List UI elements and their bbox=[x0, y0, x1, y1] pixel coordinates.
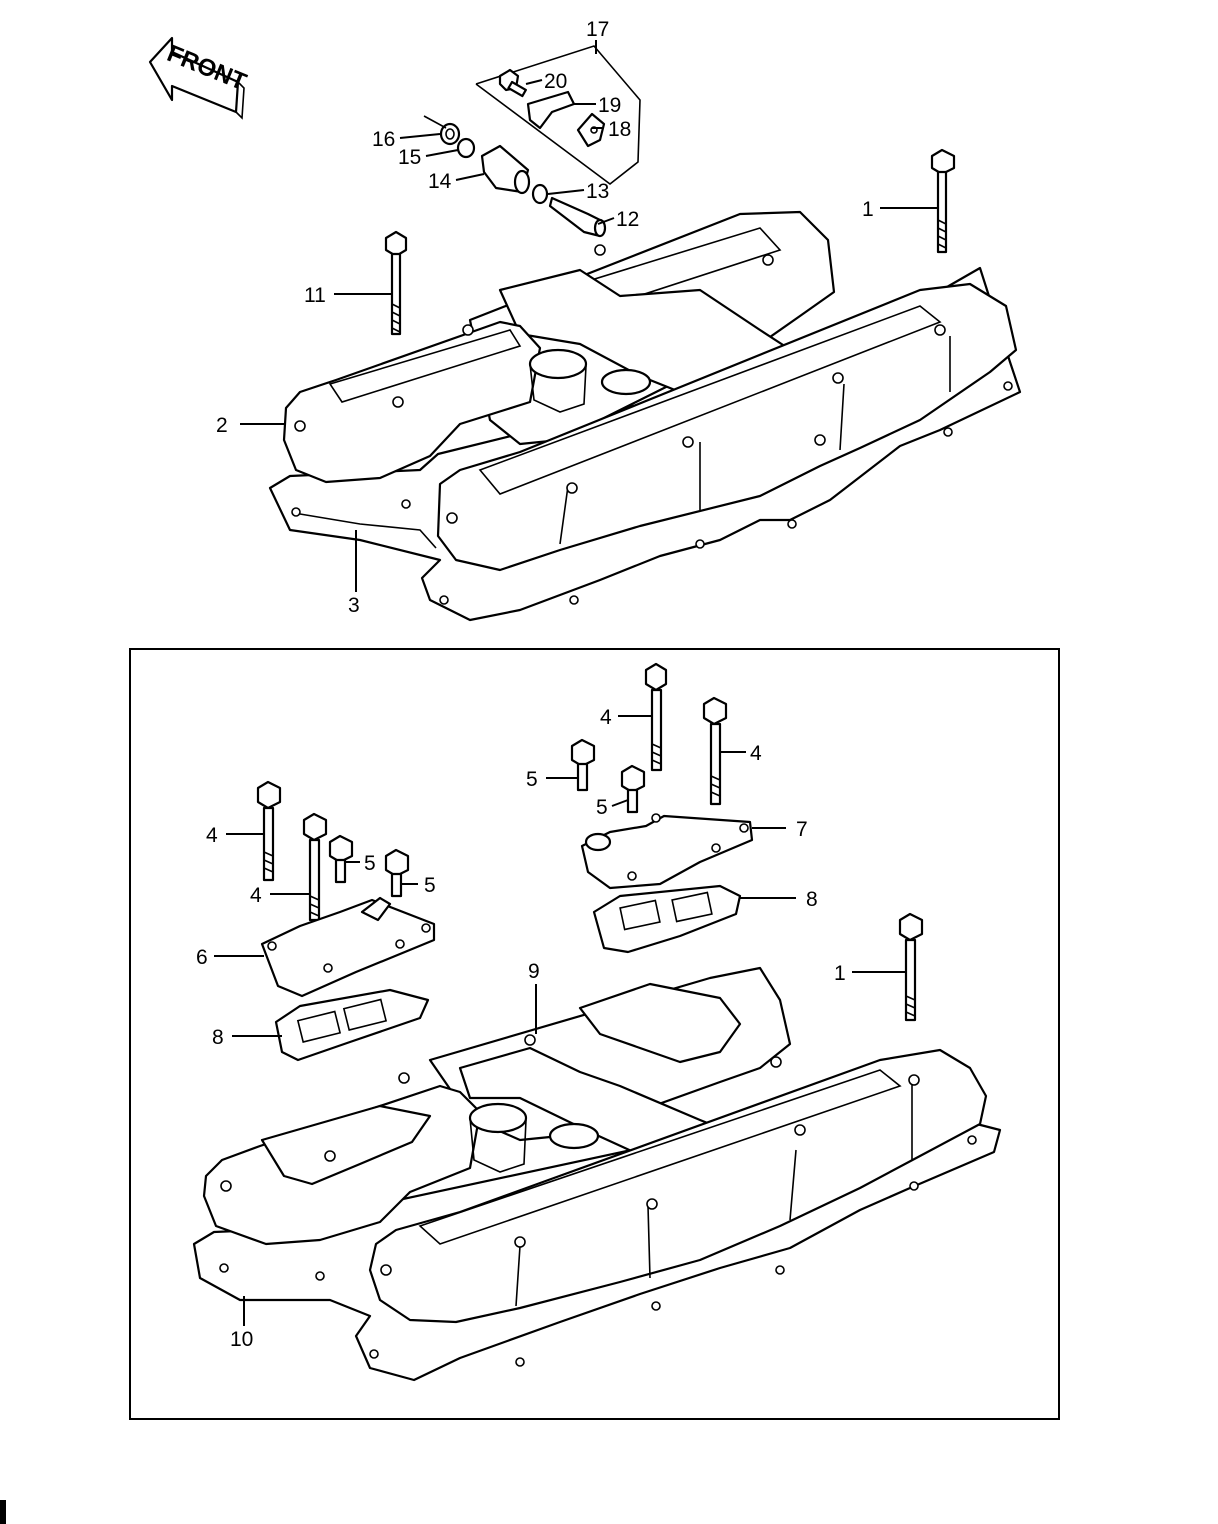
mount-holes bbox=[291, 244, 1013, 605]
breather-cover-left bbox=[260, 896, 436, 998]
lower-front-left-cover bbox=[202, 1084, 600, 1246]
crop-mark bbox=[0, 1500, 6, 1524]
callout-labels: 17 20 19 18 16 15 14 13 12 1 11 2 3 4 4 … bbox=[196, 18, 874, 1351]
upper-front-left-cover bbox=[282, 320, 652, 484]
callout-19: 19 bbox=[598, 94, 621, 117]
seal-ring-icon bbox=[456, 137, 476, 159]
callout-10: 10 bbox=[230, 1328, 253, 1351]
plug-housing-icon bbox=[480, 144, 531, 195]
bolt-icon bbox=[256, 780, 282, 882]
callout-3: 3 bbox=[348, 594, 360, 617]
bolt-icon bbox=[384, 230, 408, 336]
callout-13: 13 bbox=[586, 180, 609, 203]
mount-holes bbox=[219, 1034, 977, 1367]
plug-assembly-group bbox=[423, 45, 641, 238]
upper-front-right-cover bbox=[436, 282, 1018, 572]
callout-5d: 5 bbox=[424, 874, 436, 897]
callout-2: 2 bbox=[216, 414, 228, 437]
short-bolt-icon bbox=[328, 834, 354, 884]
lower-front-right-cover bbox=[368, 1048, 988, 1324]
pin-icon bbox=[548, 196, 607, 238]
callout-8a: 8 bbox=[212, 1026, 224, 1049]
callout-4b: 4 bbox=[750, 742, 762, 765]
o-ring-icon bbox=[531, 183, 549, 205]
short-bolt-icon bbox=[570, 738, 596, 792]
callout-18: 18 bbox=[608, 118, 631, 141]
callout-1b: 1 bbox=[834, 962, 846, 985]
bolt-icon bbox=[644, 662, 668, 772]
callout-4c: 4 bbox=[206, 824, 218, 847]
breather-gasket-right bbox=[592, 884, 742, 954]
breather-gasket-left bbox=[274, 988, 430, 1062]
small-bolt-icon bbox=[498, 68, 527, 98]
callout-14: 14 bbox=[428, 170, 452, 193]
callout-4d: 4 bbox=[250, 884, 262, 907]
bolt-icon bbox=[930, 148, 956, 254]
callout-16: 16 bbox=[372, 128, 395, 151]
variant-inset-frame bbox=[129, 648, 1060, 1420]
callout-5a: 5 bbox=[526, 768, 538, 791]
callout-17: 17 bbox=[586, 18, 609, 41]
callout-7: 7 bbox=[796, 818, 808, 841]
callout-20: 20 bbox=[544, 70, 567, 93]
short-bolt-icon bbox=[384, 848, 410, 898]
callout-1a: 1 bbox=[862, 198, 874, 221]
callout-11: 11 bbox=[304, 284, 326, 307]
callout-12: 12 bbox=[616, 208, 639, 231]
leader-lines bbox=[214, 40, 938, 1326]
bolt-icon bbox=[898, 912, 924, 1022]
callout-15: 15 bbox=[398, 146, 421, 169]
callout-4a: 4 bbox=[600, 706, 612, 729]
callout-5c: 5 bbox=[364, 852, 376, 875]
front-arrow-icon: FRONT bbox=[148, 36, 250, 120]
callout-8b: 8 bbox=[806, 888, 818, 911]
callout-5b: 5 bbox=[596, 796, 608, 819]
callout-9: 9 bbox=[528, 960, 540, 983]
bolt-icon bbox=[302, 812, 328, 922]
breather-cover-right bbox=[580, 813, 754, 890]
bolt-icon bbox=[702, 696, 728, 806]
short-bolt-icon bbox=[620, 764, 646, 814]
callout-6: 6 bbox=[196, 946, 208, 969]
cap-icon bbox=[526, 90, 576, 130]
